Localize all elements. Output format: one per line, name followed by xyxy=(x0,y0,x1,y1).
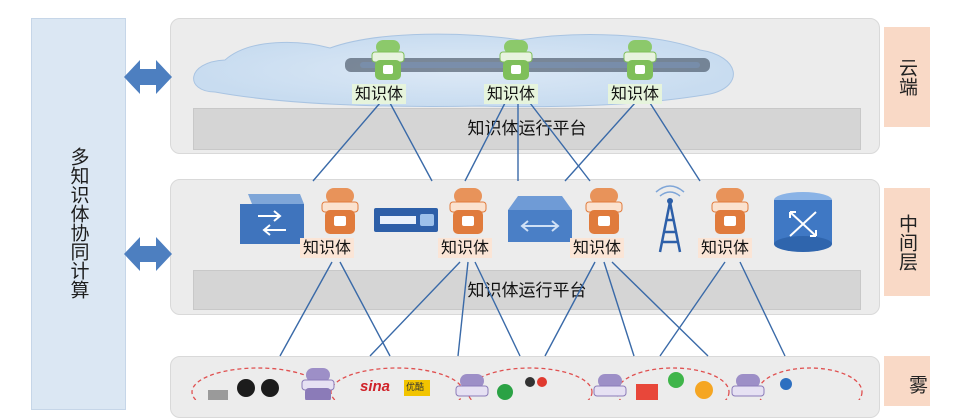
router-icon xyxy=(508,196,572,242)
robot-agent-icon xyxy=(371,40,405,80)
sina-logo: sina xyxy=(360,378,391,395)
diagram-graphics xyxy=(124,33,863,400)
robot-agent-icon xyxy=(301,368,335,400)
cloud-agent-label: 知识体 xyxy=(608,84,663,104)
double-arrow-icon xyxy=(124,60,172,94)
network-device-icon xyxy=(774,192,832,252)
fog-tag: 雾 xyxy=(884,356,930,406)
robot-agent-icon xyxy=(623,40,657,80)
robot-agent-icon xyxy=(321,188,359,234)
cloud-platform: 知识体运行平台 xyxy=(193,108,861,150)
left-title: 多知识体协同计算 xyxy=(67,147,90,299)
middle-agent-label: 知识体 xyxy=(300,238,355,258)
antenna-tower-icon xyxy=(655,185,685,253)
switch-icon xyxy=(240,194,304,244)
cloud-platform-label: 知识体运行平台 xyxy=(467,119,587,139)
app-logo-icon xyxy=(404,372,792,400)
middle-agent-label: 知识体 xyxy=(570,238,625,258)
robot-agent-icon xyxy=(731,374,765,397)
middle-fog-links xyxy=(279,261,786,357)
robot-agent-icon xyxy=(593,374,627,397)
camera-icon xyxy=(208,379,279,400)
left-panel: 多知识体协同计算 xyxy=(31,18,126,410)
cloud-agent-label: 知识体 xyxy=(352,84,407,104)
middle-platform-label: 知识体运行平台 xyxy=(467,281,587,301)
middle-agent-label: 知识体 xyxy=(438,238,493,258)
network-device-icon xyxy=(374,208,438,232)
robot-agent-icon xyxy=(585,188,623,234)
middle-tag: 中间层 xyxy=(884,188,930,296)
middle-platform: 知识体运行平台 xyxy=(193,270,861,310)
robot-agent-icon xyxy=(499,40,533,80)
youku-logo: 优酷 xyxy=(406,382,425,392)
middle-agent-label: 知识体 xyxy=(698,238,753,258)
robot-agent-icon xyxy=(711,188,749,234)
cloud-tag: 云端 xyxy=(884,27,930,127)
double-arrow-icon xyxy=(124,237,172,271)
robot-agent-icon xyxy=(455,374,489,397)
cloud-middle-links xyxy=(312,102,701,182)
cloud-agent-label: 知识体 xyxy=(484,84,539,104)
robot-agent-icon xyxy=(449,188,487,234)
